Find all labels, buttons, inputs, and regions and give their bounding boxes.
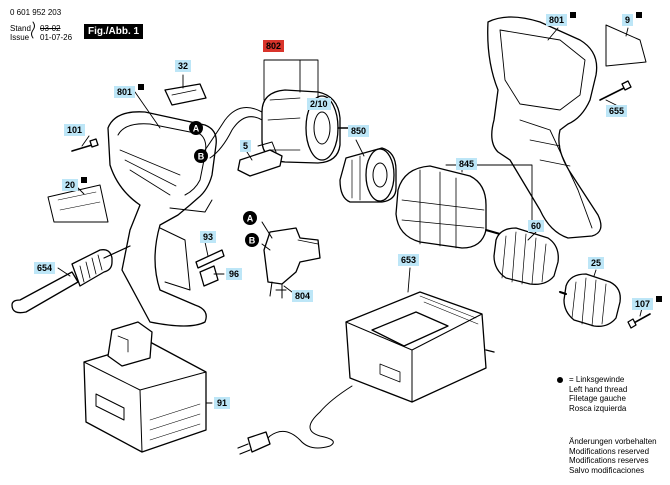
callout-801b: 801: [546, 14, 568, 26]
connector-b-top: B: [194, 149, 208, 163]
callout-91: 91: [214, 397, 231, 409]
connector-a-switch: A: [243, 211, 257, 225]
legend-line-3: Filetage gauche: [569, 394, 626, 403]
callout-801a: 801: [114, 86, 136, 98]
housing-right-part: [487, 16, 602, 239]
switch-holder-5-part: [237, 141, 283, 177]
nameplate-9-part: [605, 24, 647, 67]
callout-653: 653: [398, 254, 420, 266]
gearbox-845-part: [395, 165, 501, 249]
chuck-25-part: [559, 273, 621, 327]
svg-text:A: A: [247, 214, 254, 224]
svg-text:A: A: [193, 124, 200, 134]
stand-value: 03-02: [40, 24, 61, 33]
callout-801a-marker-icon: [138, 84, 144, 90]
callout-60: 60: [528, 220, 545, 232]
chuck-60-part: [493, 227, 559, 285]
callout-9: 9: [622, 14, 634, 26]
callout-20: 20: [62, 179, 79, 191]
leader-lines: [57, 27, 643, 404]
legend-line-2: Left hand thread: [569, 384, 628, 394]
callout-20-marker-icon: [81, 177, 87, 183]
callout-845: 845: [456, 158, 478, 170]
doc-number: 0 601 952 203: [10, 8, 62, 17]
battery-91-part: [83, 321, 207, 453]
connector-a-top: A: [189, 121, 203, 135]
figure-label: Fig./Abb. 1: [84, 24, 144, 39]
switch-804-part: [261, 221, 321, 299]
charger-653-part: [345, 291, 495, 403]
callout-107: 107: [632, 298, 654, 310]
callout-25: 25: [588, 257, 605, 269]
gear-ring-850-part: [339, 147, 397, 203]
modifications-line-4: Salvo modificaciones: [569, 465, 645, 475]
callout-850: 850: [348, 125, 370, 137]
modifications-note: Änderungen vorbehalten Modifications res…: [569, 437, 657, 475]
side-handle-654-part: [11, 245, 131, 314]
callout-804: 804: [292, 290, 314, 302]
issue-label: Issue: [10, 33, 30, 42]
callout-802: 802: [263, 40, 285, 52]
callout-96: 96: [226, 268, 243, 280]
modifications-line-3: Modifications reserves: [569, 456, 649, 465]
power-cord-part: [237, 385, 353, 455]
legend: = Linksgewinde Left hand thread Filetage…: [569, 375, 627, 413]
svg-text:B: B: [198, 152, 205, 162]
callout-101: 101: [64, 124, 86, 136]
callout-9-marker-icon: [636, 12, 642, 18]
callout-654: 654: [34, 262, 56, 274]
callout-801b-marker-icon: [570, 12, 576, 18]
part-93-96: [195, 249, 225, 287]
callout-107-marker-icon: [656, 296, 662, 302]
nameplate-20-part: [47, 184, 109, 223]
callout-5: 5: [240, 140, 252, 152]
stand-label: Stand: [10, 24, 31, 33]
connector-b-switch: B: [245, 233, 259, 247]
legend-line-1: = Linksgewinde: [569, 375, 625, 384]
callout-2-10: 2/10: [307, 98, 331, 110]
screw-655-part: [599, 80, 632, 101]
modifications-line-2: Modifications reserved: [569, 446, 650, 456]
legend-line-4: Rosca izquierda: [569, 403, 627, 413]
housing-left-part: [107, 111, 217, 327]
callout-32: 32: [175, 60, 192, 72]
left-hand-thread-bullet-icon: [557, 377, 563, 383]
screw-107-part: [627, 313, 651, 329]
cover-32-part: [164, 83, 207, 106]
screw-101-part: [71, 138, 99, 152]
issue-value: 01-07-26: [40, 33, 73, 42]
svg-text:B: B: [249, 236, 256, 246]
modifications-line-1: Änderungen vorbehalten: [569, 437, 657, 446]
callout-655: 655: [606, 105, 628, 117]
callout-93: 93: [200, 231, 217, 243]
